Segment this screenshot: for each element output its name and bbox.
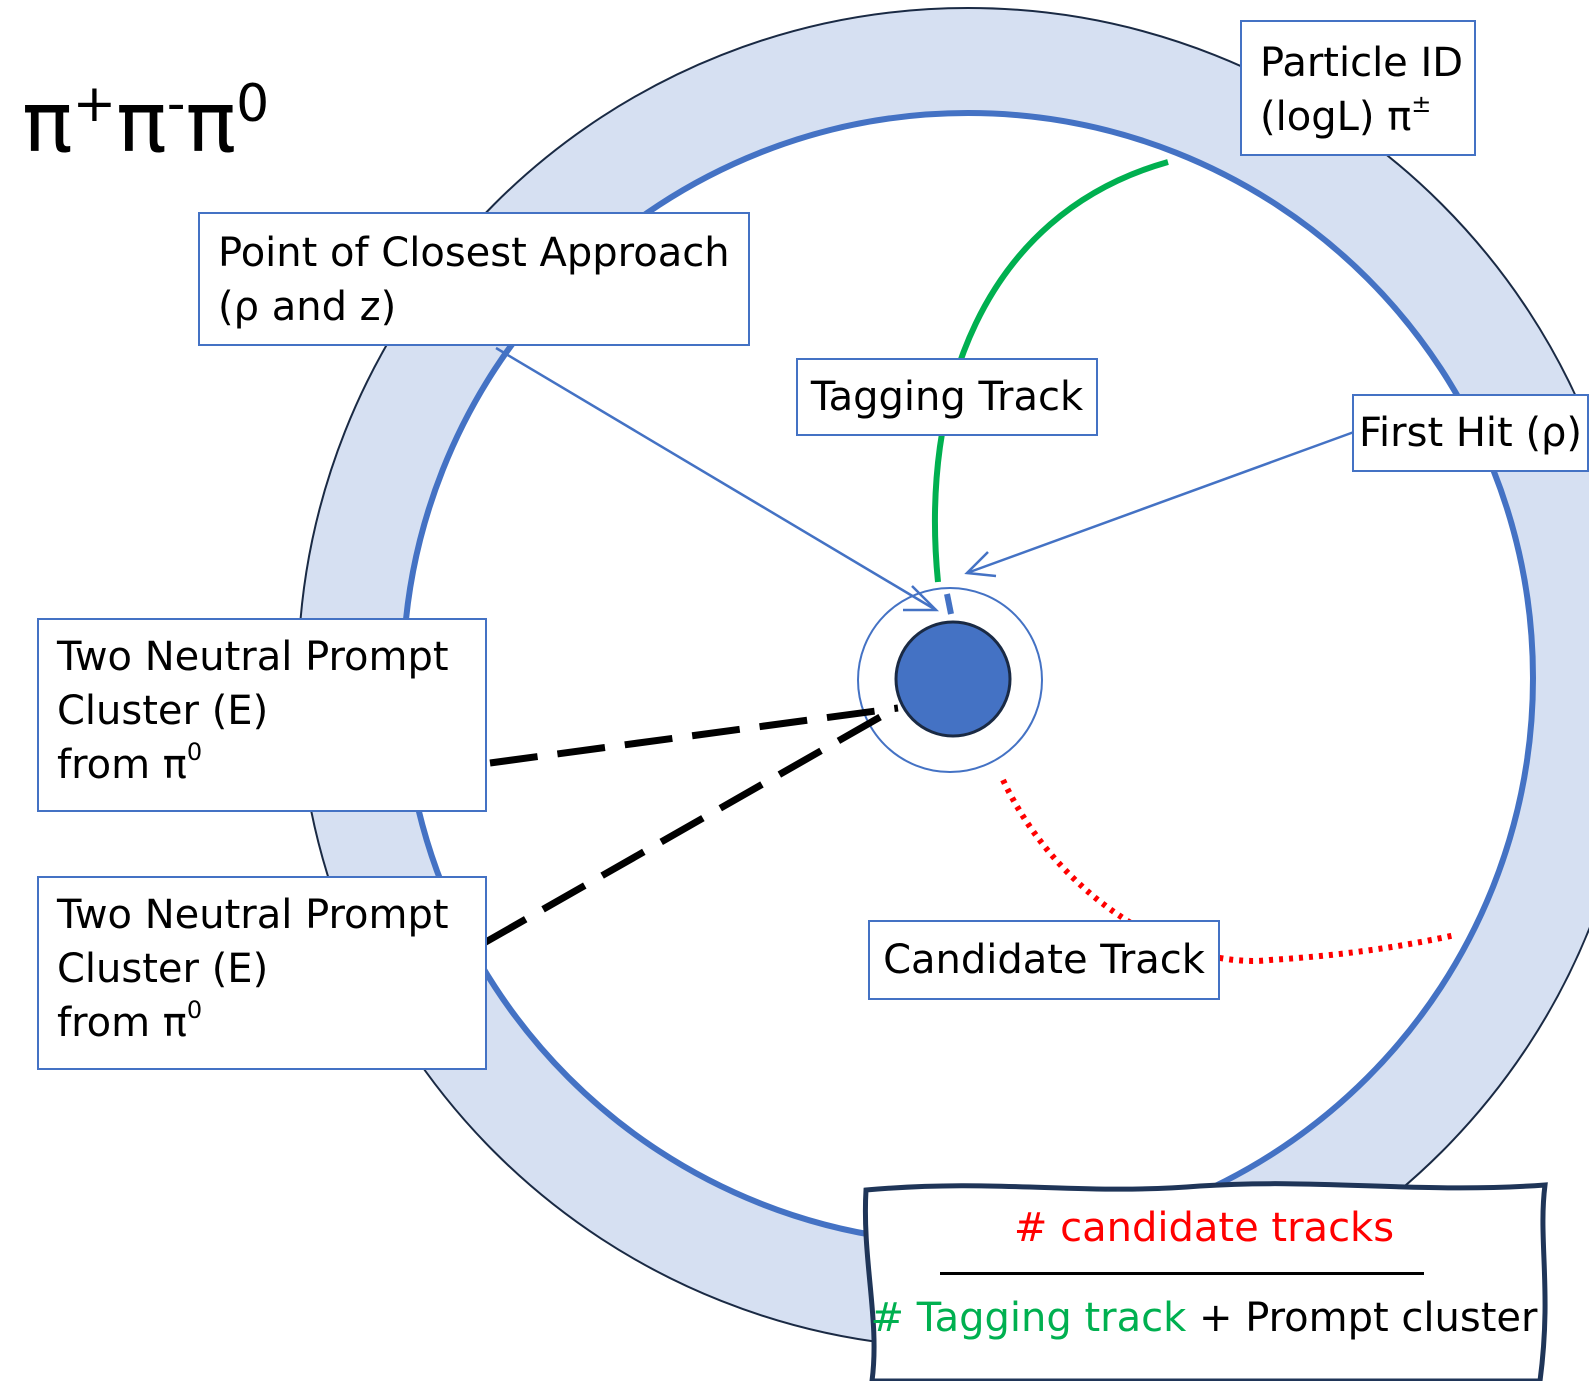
decay-mode-title: π+π-π0	[22, 73, 270, 171]
pca-arrow	[495, 346, 940, 612]
fraction-bar	[940, 1272, 1424, 1275]
formula-denominator: # Tagging track + Prompt cluster	[866, 1295, 1542, 1341]
formula-frame	[862, 1181, 1548, 1381]
efficiency-formula: # candidate tracks # Tagging track + Pro…	[866, 1183, 1542, 1373]
formula-denominator-cluster: + Prompt cluster	[1186, 1295, 1538, 1341]
neutral-cluster-label-1: Two Neutral Prompt Cluster (E) from π0	[37, 618, 487, 812]
particle-id-label: Particle ID (logL) π±	[1240, 20, 1476, 156]
pca-label: Point of Closest Approach (ρ and z)	[198, 212, 750, 346]
candidate-track-label: Candidate Track	[868, 920, 1220, 1000]
formula-denominator-tagging: # Tagging track	[870, 1295, 1187, 1341]
first-hit-arrow	[964, 430, 1355, 578]
tagging-track-curve	[932, 159, 1169, 583]
formula-numerator: # candidate tracks	[1013, 1205, 1395, 1251]
cluster-line-1	[489, 704, 899, 767]
first-hit-label: First Hit (ρ)	[1352, 394, 1589, 472]
neutral-cluster-label-2: Two Neutral Prompt Cluster (E) from π0	[37, 876, 487, 1070]
tagging-track-label: Tagging Track	[796, 358, 1098, 436]
cluster-line-2	[482, 704, 898, 947]
first-hit-marker	[944, 593, 954, 615]
interaction-point	[894, 620, 1012, 738]
candidate-track-curve	[1000, 778, 1456, 964]
